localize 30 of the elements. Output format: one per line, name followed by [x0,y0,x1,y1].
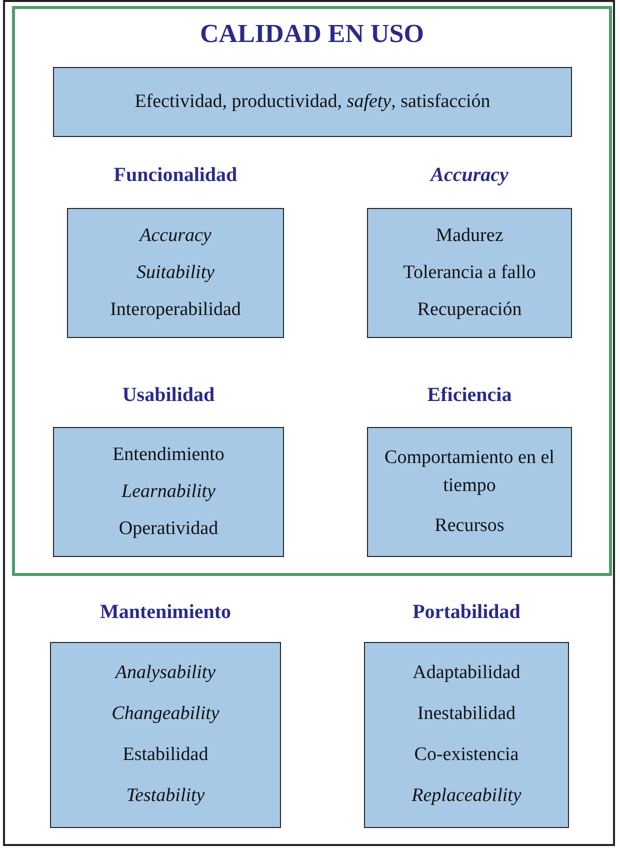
section-heading: Accuracy [428,164,510,187]
section-heading: Usabilidad [121,384,216,407]
attribute-text: Replaceability [412,784,522,808]
attribute-text: Estabilidad [122,743,208,768]
attribute-text: Recuperación [417,298,522,322]
attribute-text: Accuracy [140,224,212,248]
attribute-text: Recursos [434,514,504,538]
attribute-text: Co-existencia [414,743,519,768]
attribute-text: Inestabilidad [417,702,516,726]
attribute-text: Testability [126,784,205,808]
frame-border [3,0,615,846]
attribute-text: Comportamiento en el tiempo [384,446,556,498]
group-panel [12,6,612,576]
summary-text: Efectividad, productividad, safety, satisfacción [134,90,490,114]
section-heading: Portabilidad [412,601,522,624]
attribute-text: Changeability [112,702,220,726]
attribute-text: Tolerancia a fallo [403,260,536,285]
attribute-text: Madurez [436,224,504,248]
attribute-text: Learnability [122,480,216,504]
section-heading: Mantenimiento [98,601,232,624]
attribute-text: Entendimiento [112,442,224,467]
attribute-text: Interoperabilidad [110,298,241,322]
attribute-text: Adaptabilidad [412,661,520,686]
attribute-text: Suitability [136,260,215,285]
section-heading: Funcionalidad [112,164,238,187]
attribute-text: Analysability [115,661,216,686]
section-heading: Eficiencia [426,384,513,407]
summary-panel [53,67,572,137]
attribute-text: Operatividad [118,516,218,541]
title-heading: CALIDAD EN USO [199,19,425,49]
